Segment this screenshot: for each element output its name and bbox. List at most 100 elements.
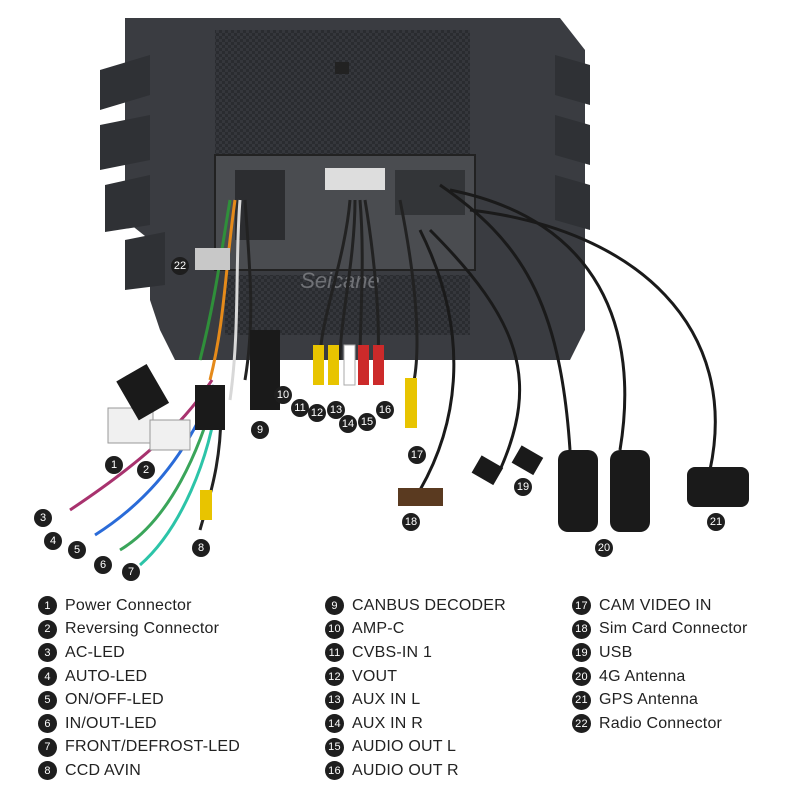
legend-item: 20 4G Antenna [572, 665, 748, 689]
callout-11: 11 [291, 399, 309, 417]
legend-item: 2 Reversing Connector [38, 618, 240, 642]
svg-text:14: 14 [342, 418, 354, 430]
svg-text:5: 5 [74, 544, 80, 556]
legend-number-badge: 17 [572, 596, 591, 616]
legend-label: AUDIO OUT R [352, 761, 459, 779]
legend-number-badge: 10 [325, 619, 344, 639]
callout-2: 2 [137, 461, 155, 479]
harness-block-black [195, 385, 225, 430]
legend-label: CCD AVIN [65, 761, 141, 779]
svg-text:12: 12 [311, 407, 323, 419]
legend-number-badge: 15 [325, 737, 344, 757]
callout-22: 22 [171, 257, 189, 275]
legend-label: Reversing Connector [65, 620, 220, 638]
legend-number-badge: 20 [572, 667, 591, 687]
usb-plug-1 [471, 455, 504, 486]
callout-12: 12 [308, 404, 326, 422]
sim-card-connector [398, 488, 443, 506]
svg-text:4: 4 [50, 535, 56, 547]
callout-10: 10 [274, 386, 292, 404]
svg-text:19: 19 [517, 481, 529, 493]
4g-antenna-right [610, 450, 650, 532]
legend-number-badge: 22 [572, 714, 591, 734]
legend-item: 22 Radio Connector [572, 712, 748, 736]
legend-label: AC-LED [65, 643, 125, 661]
svg-text:22: 22 [174, 260, 186, 272]
legend-label: Sim Card Connector [599, 620, 748, 638]
svg-text:10: 10 [277, 389, 289, 401]
callout-9: 9 [251, 421, 269, 439]
callout-3: 3 [34, 509, 52, 527]
callout-8: 8 [192, 539, 210, 557]
svg-text:15: 15 [361, 416, 373, 428]
callout-21: 21 [707, 513, 725, 531]
reversing-connector-plug [149, 419, 191, 451]
legend-label: USB [599, 643, 633, 661]
svg-text:11: 11 [294, 402, 305, 414]
svg-text:18: 18 [405, 516, 417, 528]
callout-6: 6 [94, 556, 112, 574]
legend-number-badge: 9 [325, 596, 344, 616]
rca-white-1 [343, 344, 356, 386]
svg-text:13: 13 [330, 404, 342, 416]
legend-number-badge: 19 [572, 643, 591, 663]
svg-text:8: 8 [198, 542, 204, 554]
svg-text:20: 20 [598, 542, 610, 554]
callout-13: 13 [327, 401, 345, 419]
callout-18: 18 [402, 513, 420, 531]
callout-7: 7 [122, 563, 140, 581]
legend-number-badge: 8 [38, 761, 57, 781]
callout-17: 17 [408, 446, 426, 464]
rca-yellow-1 [313, 345, 324, 385]
legend-item: 15 AUDIO OUT L [325, 736, 506, 760]
legend-item: 10 AMP-C [325, 618, 506, 642]
legend-item: 12 VOUT [325, 665, 506, 689]
gps-antenna [687, 467, 749, 507]
svg-text:3: 3 [40, 512, 46, 524]
legend-label: AUX IN R [352, 714, 423, 732]
legend-label: CVBS-IN 1 [352, 643, 433, 661]
callout-14: 14 [339, 415, 357, 433]
callout-1: 1 [105, 456, 123, 474]
head-unit-frame [100, 18, 590, 360]
harness-block-left [116, 363, 170, 421]
legend-label: AUDIO OUT L [352, 738, 457, 756]
legend-number-badge: 2 [38, 619, 57, 639]
svg-text:2: 2 [143, 464, 149, 476]
legend-label: AMP-C [352, 620, 405, 638]
callout-15: 15 [358, 413, 376, 431]
svg-text:9: 9 [257, 424, 263, 436]
svg-text:16: 16 [379, 404, 391, 416]
legend-label: VOUT [352, 667, 398, 685]
svg-text:17: 17 [411, 449, 423, 461]
legend-label: 4G Antenna [599, 667, 686, 685]
callout-20: 20 [595, 539, 613, 557]
ccd-avin-rca [200, 490, 212, 520]
legend-label: AUTO-LED [65, 667, 148, 685]
svg-text:1: 1 [111, 459, 117, 471]
svg-text:6: 6 [100, 559, 106, 571]
legend-item: 18 Sim Card Connector [572, 618, 748, 642]
legend-label: IN/OUT-LED [65, 714, 157, 732]
legend-label: Radio Connector [599, 714, 723, 732]
legend-number-badge: 5 [38, 690, 57, 710]
legend-number-badge: 18 [572, 619, 591, 639]
legend-label: CAM VIDEO IN [599, 596, 712, 614]
legend-label: CANBUS DECODER [352, 596, 506, 614]
legend-label: AUX IN L [352, 691, 421, 709]
legend-column-3: 17 CAM VIDEO IN 18 Sim Card Connector 19 US… [572, 594, 748, 736]
legend-item: 17 CAM VIDEO IN [572, 594, 748, 618]
legend-number-badge: 12 [325, 667, 344, 687]
watermark-logo: Seicane [300, 268, 380, 293]
